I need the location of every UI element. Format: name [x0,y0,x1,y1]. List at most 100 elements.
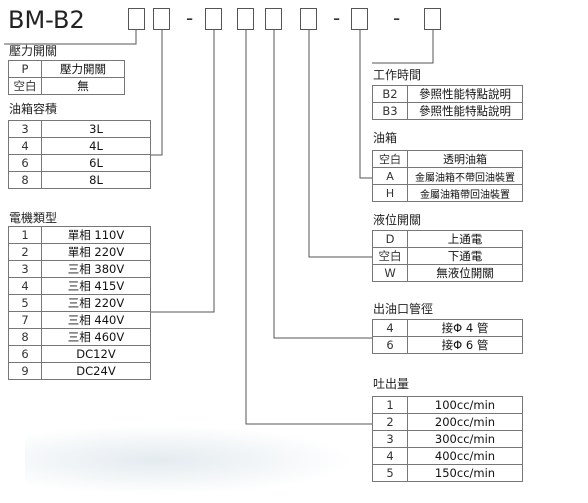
code-box-pressure-switch [128,8,145,30]
option-code: 4 [8,137,42,155]
table-row: 空白 無 [8,77,125,95]
table-row: 2 單相 220V [8,243,151,261]
working-time-title: 工作時間 [373,68,422,82]
option-code: H [372,184,408,202]
option-code: P [8,60,42,78]
option-desc: 單相 220V [41,243,151,261]
option-code: 3 [8,260,42,278]
background-haze [25,425,355,495]
option-code: B2 [372,85,408,103]
option-desc: 4L [41,137,151,155]
option-desc: 三相 220V [41,294,151,312]
code-box-outlet-pipe [265,8,282,30]
connector-outlet-pipe [273,30,372,339]
table-row: 4 400cc/min [372,447,523,465]
displacement-table: 1 100cc/min 2 200cc/min 3 300cc/min 4 40… [372,396,523,482]
table-row: W 無液位開關 [372,264,523,282]
table-row: 1 100cc/min [372,396,523,414]
connector-oil-tank [359,30,372,179]
option-code: 3 [372,430,408,448]
option-desc: 單相 110V [41,226,151,244]
option-code: 4 [372,319,408,337]
code-box-oil-tank [351,8,368,30]
code-box-motor-type [205,8,222,30]
code-box-tank-capacity [153,8,170,30]
table-row: 5 150cc/min [372,464,523,482]
code-box-displacement [237,8,254,30]
table-row: 5 三相 220V [8,294,151,312]
option-desc: 400cc/min [407,447,523,465]
level-switch-title: 液位開關 [373,213,422,227]
oil-tank-table: 空白 透明油箱 A 金屬油箱不帶回油裝置 H 金屬油箱帶回油裝置 [372,150,523,202]
table-row: 9 DC24V [8,362,151,380]
connector-level-switch [308,30,372,258]
outlet-pipe-table: 4 接Φ 4 管 6 接Φ 6 管 [372,319,523,354]
option-code: 3 [8,120,42,138]
option-desc: 200cc/min [407,413,523,431]
outlet-pipe-title: 出油口管徑 [373,302,434,316]
model-prefix: BM-B2 [8,6,85,34]
table-row: 8 三相 460V [8,328,151,346]
table-row: 3 3L [8,120,151,138]
option-desc: 參照性能特點說明 [407,85,523,103]
separator-dash: - [393,6,401,30]
separator-dash: - [333,6,341,30]
option-code: 空白 [8,77,42,95]
table-row: 2 200cc/min [372,413,523,431]
connector-pressure-switch [4,30,137,45]
table-row: 3 300cc/min [372,430,523,448]
pressure-switch-title: 壓力開關 [9,44,58,58]
option-code: 7 [8,311,42,329]
option-desc: 300cc/min [407,430,523,448]
table-row: 4 4L [8,137,151,155]
option-code: 1 [372,396,408,414]
option-desc: 三相 380V [41,260,151,278]
table-row: 4 接Φ 4 管 [372,319,523,337]
level-switch-table: D 上通電 空白 下通電 W 無液位開關 [372,230,523,282]
option-desc: 三相 440V [41,311,151,329]
table-row: 4 三相 415V [8,277,151,295]
option-code: 1 [8,226,42,244]
option-code: D [372,230,408,248]
option-desc: 接Φ 6 管 [407,336,523,354]
table-row: B3 參照性能特點說明 [372,102,523,120]
option-code: 6 [372,336,408,354]
connector-motor-type [150,30,215,313]
code-box-working-time [424,8,441,30]
table-row: 7 三相 440V [8,311,151,329]
option-desc: 三相 415V [41,277,151,295]
option-desc: 接Φ 4 管 [407,319,523,337]
option-code: 6 [8,154,42,172]
motor-type-title: 電機類型 [9,211,58,225]
option-code: 2 [8,243,42,261]
motor-type-table: 1 單相 110V 2 單相 220V 3 三相 380V 4 三相 415V … [8,226,151,380]
displacement-title: 吐出量 [373,377,410,391]
table-row: A 金屬油箱不帶回油裝置 [372,167,523,185]
table-row: 6 接Φ 6 管 [372,336,523,354]
option-code: 8 [8,171,42,189]
connector-tank-capacity [150,30,163,156]
table-row: B2 參照性能特點說明 [372,85,523,103]
table-row: H 金屬油箱帶回油裝置 [372,184,523,202]
table-row: 空白 下通電 [372,247,523,265]
option-desc: 參照性能特點說明 [407,102,523,120]
option-desc: 150cc/min [407,464,523,482]
option-code: 5 [372,464,408,482]
option-code: W [372,264,408,282]
table-row: 空白 透明油箱 [372,150,523,168]
option-code: 空白 [372,150,408,168]
option-desc: DC12V [41,345,151,363]
option-desc: 下通電 [407,247,523,265]
option-desc: 無液位開關 [407,264,523,282]
tank-capacity-title: 油箱容積 [9,102,58,116]
table-row: 6 DC12V [8,345,151,363]
tank-capacity-table: 3 3L 4 4L 6 6L 8 8L [8,120,151,189]
option-desc: 透明油箱 [407,150,523,168]
option-code: 8 [8,328,42,346]
option-code: 空白 [372,247,408,265]
option-code: 6 [8,345,42,363]
option-desc: 三相 460V [41,328,151,346]
option-desc: 3L [41,120,151,138]
separator-dash: - [186,6,194,30]
